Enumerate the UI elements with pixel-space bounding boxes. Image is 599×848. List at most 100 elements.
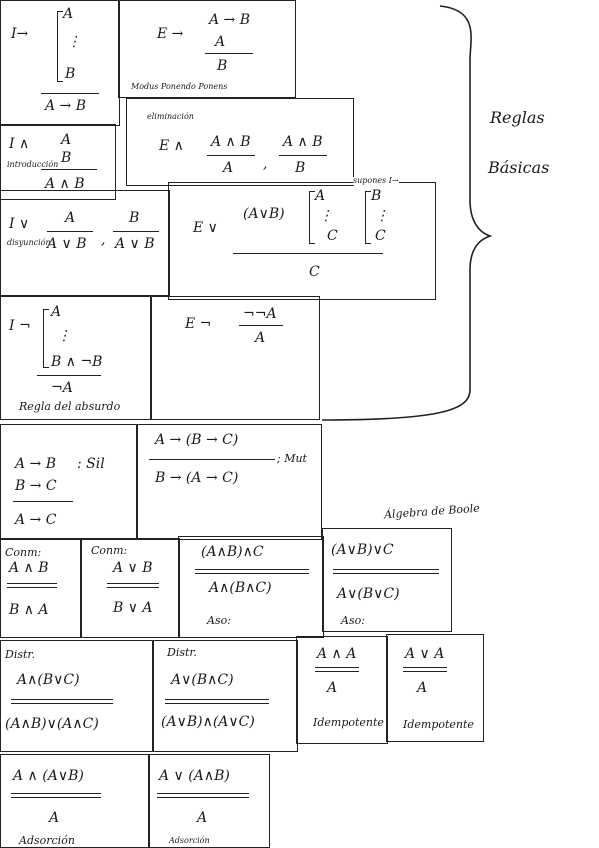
premise: (A∨B) — [243, 206, 285, 222]
dots: ⋮ — [57, 328, 71, 344]
numerator: ¬¬A — [243, 306, 277, 322]
dots-1: ⋮ — [319, 208, 333, 224]
denominator: A — [417, 680, 428, 696]
denominator: (A∧B)∨(A∧C) — [5, 716, 99, 732]
inference-line — [41, 169, 97, 170]
rule-label: Conm: — [5, 546, 42, 559]
denominator: A — [197, 810, 208, 826]
fraction-2-numerator: A ∧ B — [283, 134, 323, 150]
numerator: (A∨B)∨C — [331, 542, 394, 558]
rule-label: I→ — [11, 26, 29, 42]
fraction-1-numerator: A — [65, 210, 76, 226]
denominator: (A∨B)∧(A∨C) — [161, 714, 255, 730]
cell-intro-neg: I ¬ A ⋮ B ∧ ¬B ¬A Regla del absurdo — [0, 296, 152, 420]
note: Modus Ponendo Ponens — [131, 82, 228, 91]
numerator: A → (B → C) — [155, 432, 239, 448]
rule-label: I ∧ — [9, 136, 30, 152]
rule-label: : Sil — [77, 456, 105, 472]
premise-1: A — [61, 132, 72, 148]
separator: , — [101, 232, 106, 248]
denominator: B → (A → C) — [155, 470, 239, 486]
denominator: A — [327, 680, 338, 696]
hypothesis: A — [51, 304, 62, 320]
cell-syllogism: A → B : Sil B → C A → C — [0, 424, 138, 540]
separator: , — [263, 156, 268, 172]
inference-line — [149, 459, 275, 460]
fraction-2-numerator: B — [129, 210, 140, 226]
denominator: A∨(B∨C) — [337, 586, 400, 602]
rule-label: Idempotente — [403, 718, 474, 731]
numerator: A∨(B∧C) — [171, 672, 234, 688]
assumption-bracket — [57, 11, 58, 81]
premise-1: A → B — [209, 12, 251, 28]
cell-idempotent-and: A ∧ A A Idempotente — [296, 636, 388, 744]
note: disyunción — [7, 238, 51, 247]
rule-label: Conm: — [91, 544, 128, 557]
denominator: A — [49, 810, 60, 826]
inference-line — [41, 93, 99, 94]
cell-idempotent-or: A ∨ A A Idempotente — [386, 634, 484, 742]
cell-mutation: A → (B → C) B → (A → C) ; Mut — [136, 424, 322, 540]
rule-label: E ∨ — [193, 220, 218, 236]
dots: ⋮ — [67, 34, 81, 50]
rule-label: Adsorción — [19, 834, 75, 847]
conclusion: A → B — [45, 98, 87, 114]
numerator: A ∧ A — [317, 646, 357, 662]
rule-label: I ¬ — [9, 318, 31, 334]
hypothesis: A — [63, 6, 74, 22]
rule-label: Adsorción — [169, 836, 210, 845]
inference-line — [13, 501, 73, 502]
numerator: A ∨ (A∧B) — [159, 768, 230, 784]
note: introducción — [7, 160, 59, 169]
note: supones I→ — [353, 176, 399, 185]
inference-line — [233, 253, 383, 254]
subconclusion: B — [65, 66, 76, 82]
rule-label: Idempotente — [313, 716, 384, 729]
denominator: B ∧ A — [9, 602, 49, 618]
fraction-1-numerator: A ∧ B — [211, 134, 251, 150]
inference-line — [205, 53, 253, 54]
rule-label: E → — [157, 26, 184, 42]
fraction-2-denominator: B — [295, 160, 306, 176]
conclusion: A ∧ B — [45, 176, 85, 192]
side-title: Reglas — [490, 108, 545, 127]
cell-comm-and: Conm: A ∧ B B ∧ A — [0, 538, 82, 638]
inference-line — [239, 325, 283, 326]
cell-intro-or: I ∨ disyunción A A ∨ B , B A ∨ B — [0, 190, 170, 296]
rule-label: Distr. — [5, 648, 35, 661]
premise-1: A → B — [15, 456, 57, 472]
premise-2: B → C — [15, 478, 57, 494]
cell-absorption-or: A ∨ (A∧B) A Adsorción — [148, 754, 270, 848]
cell-distr-or: Distr. A∨(B∧C) (A∨B)∧(A∨C) — [152, 640, 298, 752]
rule-label: E ∧ — [159, 138, 184, 154]
conclusion: ¬A — [51, 380, 73, 396]
numerator: A ∨ B — [113, 560, 153, 576]
cell-comm-or: Conm: A ∨ B B ∨ A — [80, 538, 180, 638]
premise-2: B — [61, 150, 72, 166]
numerator: A ∨ A — [405, 646, 445, 662]
numerator: A ∧ (A∨B) — [13, 768, 84, 784]
cell-elim-implication: E → A → B A B Modus Ponendo Ponens — [118, 0, 296, 98]
conclusion: C — [309, 264, 320, 280]
subconclusion-1: C — [327, 228, 338, 244]
premise-2: A — [215, 34, 226, 50]
fraction-1-denominator: A — [223, 160, 234, 176]
rule-label: Aso: — [207, 614, 231, 627]
cell-intro-implication: I→ A ⋮ B A → B — [0, 0, 120, 126]
note: Regla del absurdo — [19, 400, 121, 413]
dots-2: ⋮ — [375, 208, 389, 224]
inference-line — [37, 375, 101, 376]
rule-label: Distr. — [167, 646, 197, 659]
cell-distr-and: Distr. A∧(B∨C) (A∧B)∨(A∧C) — [0, 640, 154, 752]
cell-assoc-or: (A∨B)∨C A∨(B∨C) Aso: — [322, 528, 452, 632]
denominator: B ∨ A — [113, 600, 153, 616]
subconclusion: B ∧ ¬B — [51, 354, 103, 370]
cell-intro-and: I ∧ introducción A B A ∧ B — [0, 124, 116, 200]
denominator: A — [255, 330, 266, 346]
numerator: A∧(B∨C) — [17, 672, 80, 688]
denominator: A∧(B∧C) — [209, 580, 272, 596]
conclusion: B — [217, 58, 228, 74]
fraction-1-denominator: A ∨ B — [47, 236, 87, 252]
cell-elim-neg: E ¬ ¬¬A A — [150, 296, 320, 420]
